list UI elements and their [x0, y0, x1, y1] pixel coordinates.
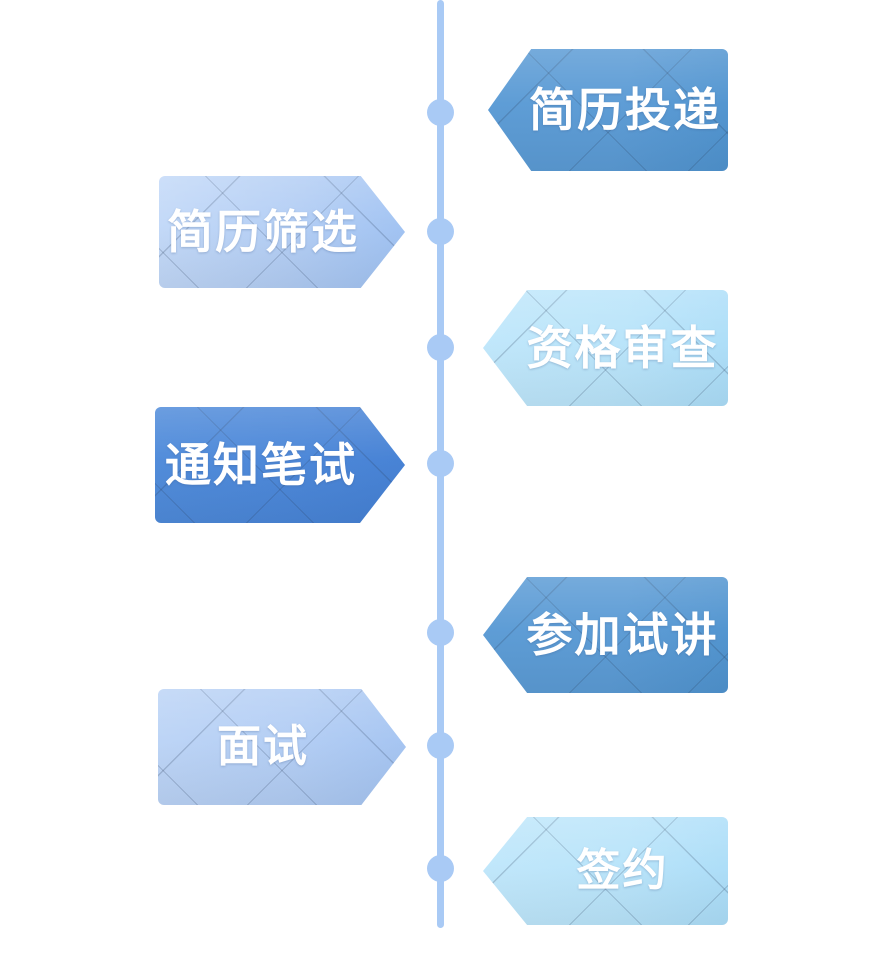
step-banner-3[interactable]: 资格审查 — [483, 290, 728, 406]
step-label-4: 通知笔试 — [165, 439, 357, 491]
step-label-1: 简历投递 — [529, 84, 721, 136]
step-banner-2[interactable]: 简历筛选 — [159, 176, 405, 288]
step-banner-1[interactable]: 简历投递 — [488, 49, 728, 171]
step-label-2: 简历筛选 — [167, 206, 359, 258]
timeline-dot-1[interactable] — [427, 99, 454, 126]
timeline-dot-5[interactable] — [427, 619, 454, 646]
timeline-dot-7[interactable] — [427, 855, 454, 882]
step-banner-6[interactable]: 面试 — [158, 689, 406, 805]
timeline-dot-3[interactable] — [427, 334, 454, 361]
timeline-dot-4[interactable] — [427, 450, 454, 477]
step-label-6: 面试 — [217, 722, 309, 771]
timeline-dot-6[interactable] — [427, 732, 454, 759]
step-banner-5[interactable]: 参加试讲 — [483, 577, 728, 693]
timeline-dot-2[interactable] — [427, 218, 454, 245]
step-label-3: 资格审查 — [526, 322, 719, 374]
step-label-5: 参加试讲 — [526, 609, 719, 661]
step-label-7: 签约 — [576, 846, 669, 895]
step-banner-7[interactable]: 签约 — [483, 817, 728, 925]
step-banner-4[interactable]: 通知笔试 — [155, 407, 405, 523]
